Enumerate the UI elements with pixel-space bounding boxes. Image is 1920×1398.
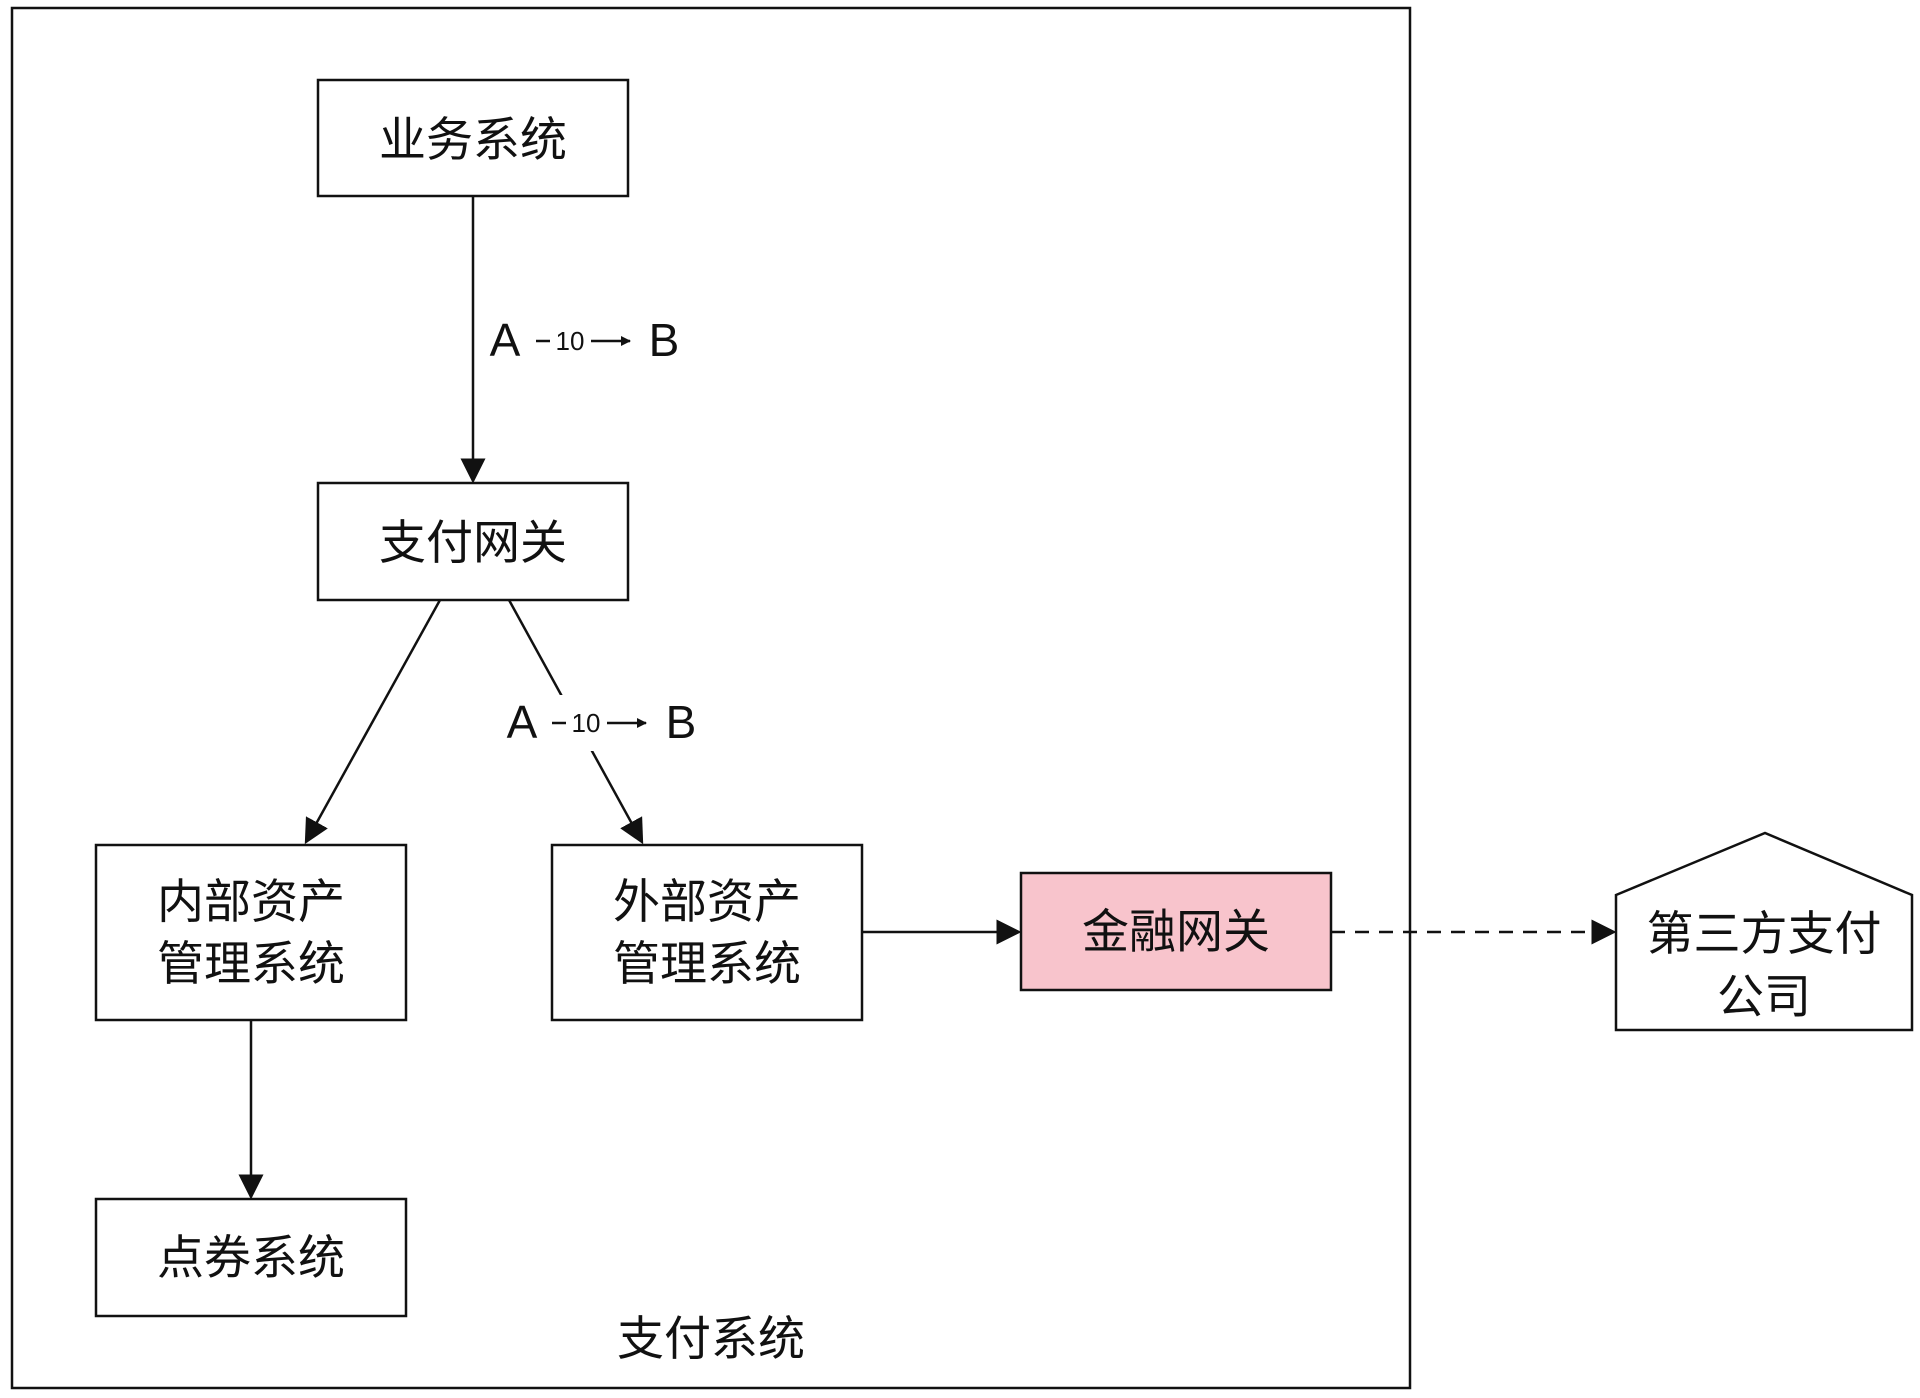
third-party-payment-node: 第三方支付 公司 [1614, 831, 1914, 1032]
edge-label-to: B [649, 314, 680, 366]
payment-system-label: 支付系统 [617, 1312, 805, 1367]
edge-label-amount: 10 [572, 708, 601, 738]
business-system-label: 业务系统 [379, 113, 567, 168]
external-asset-label-line1: 外部资产 [613, 875, 801, 930]
house-shape-icon [1614, 831, 1914, 1032]
coupon-system-node: 点券系统 [94, 1197, 408, 1318]
edge-label-gateway-to-external: A 10 B [500, 695, 700, 751]
business-system-node: 业务系统 [316, 78, 630, 198]
finance-gateway-label: 金融网关 [1082, 905, 1270, 960]
payment-gateway-node: 支付网关 [316, 481, 630, 602]
edge-label-from: A [507, 696, 538, 748]
payment-gateway-label: 支付网关 [379, 516, 567, 571]
external-asset-node: 外部资产 管理系统 [550, 843, 864, 1022]
edge-label-from: A [490, 314, 521, 366]
third-party-label-line2: 公司 [1717, 970, 1811, 1025]
internal-asset-node: 内部资产 管理系统 [94, 843, 408, 1022]
internal-asset-label-line1: 内部资产 [157, 875, 345, 930]
finance-gateway-node: 金融网关 [1019, 871, 1333, 992]
payment-system-frame: 支付系统 [10, 6, 1412, 1390]
external-asset-label-line2: 管理系统 [613, 937, 801, 992]
coupon-system-label: 点券系统 [157, 1231, 345, 1286]
third-party-label-line1: 第三方支付 [1647, 907, 1882, 962]
edge-label-amount: 10 [556, 326, 585, 356]
internal-asset-label-line2: 管理系统 [157, 937, 345, 992]
edge-label-business-to-gateway: A 10 B [485, 312, 685, 368]
edge-gateway-to-internal [304, 599, 442, 845]
edge-label-to: B [666, 696, 697, 748]
